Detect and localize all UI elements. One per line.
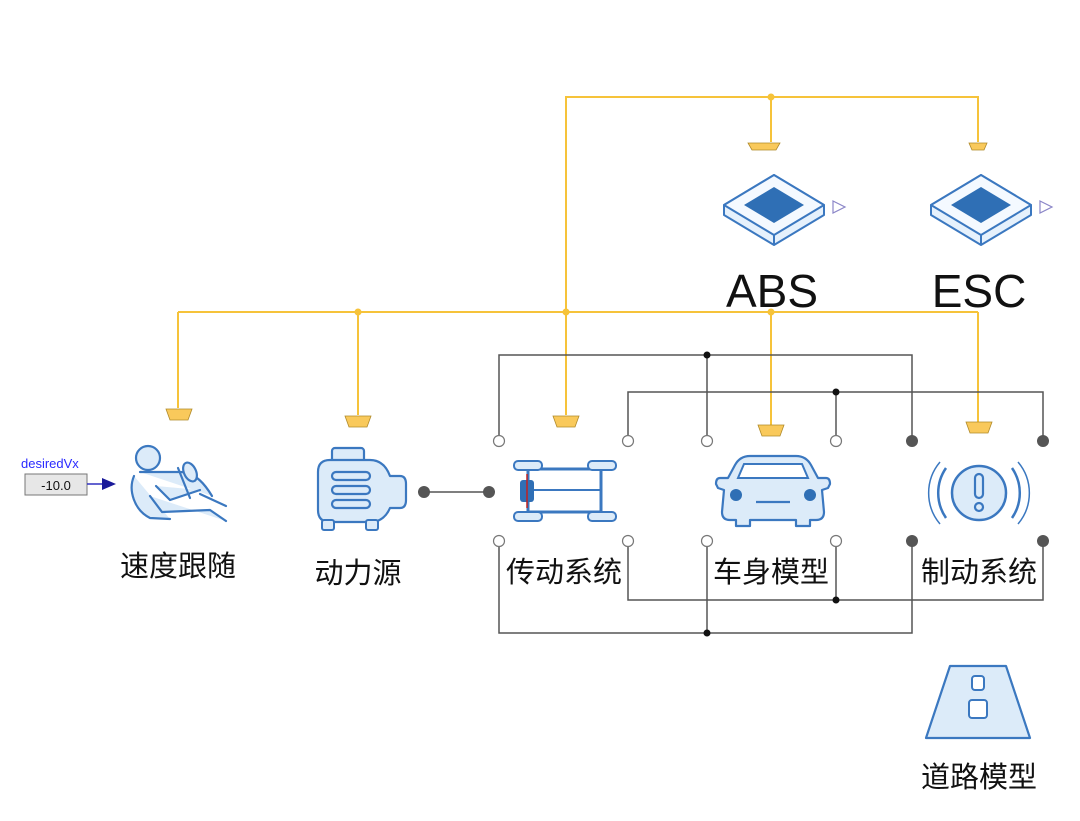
chassis-icon	[513, 460, 617, 522]
port[interactable]	[483, 486, 495, 498]
bus-connector-brake[interactable]	[965, 421, 993, 434]
arrow-right-icon	[102, 478, 116, 490]
chip-icon	[930, 174, 1054, 246]
body-model-label: 车身模型	[713, 555, 829, 589]
bus-connector-power[interactable]	[344, 415, 372, 428]
port[interactable]	[621, 434, 635, 448]
esc-label: ESC	[932, 265, 1027, 317]
desired-vx-input[interactable]: desiredVx -10.0	[21, 456, 116, 496]
bus-connector-abs[interactable]	[747, 142, 781, 151]
abs-block[interactable]: ABS	[723, 174, 847, 317]
bus-connector-esc[interactable]	[968, 142, 988, 151]
port[interactable]	[492, 434, 506, 448]
bus-connector-speed[interactable]	[165, 408, 193, 421]
power-source-block[interactable]: 动力源	[314, 446, 408, 590]
motor-icon	[316, 446, 408, 531]
body-model-block[interactable]: 车身模型	[713, 454, 832, 589]
port[interactable]	[906, 435, 918, 447]
chip-icon	[723, 174, 847, 246]
bus-connectors	[165, 142, 993, 437]
ports	[418, 434, 1049, 548]
brake-system-label: 制动系统	[921, 555, 1037, 589]
port[interactable]	[418, 486, 430, 498]
input-value: -10.0	[41, 478, 71, 493]
driver-icon	[130, 444, 228, 523]
port[interactable]	[700, 434, 714, 448]
power-source-label: 动力源	[314, 556, 401, 590]
port[interactable]	[492, 534, 506, 548]
input-name-label: desiredVx	[21, 456, 79, 471]
road-model-block[interactable]: 道路模型	[921, 664, 1037, 794]
port[interactable]	[906, 535, 918, 547]
port[interactable]	[1037, 435, 1049, 447]
transmission-label: 传动系统	[506, 555, 622, 589]
car-icon	[714, 454, 832, 528]
speed-follow-label: 速度跟随	[120, 549, 236, 583]
port[interactable]	[621, 534, 635, 548]
abs-label: ABS	[726, 265, 818, 317]
road-model-label: 道路模型	[921, 760, 1037, 794]
speed-follow-block[interactable]: 速度跟随	[120, 444, 236, 583]
port[interactable]	[829, 534, 843, 548]
bus-connector-body[interactable]	[757, 424, 785, 437]
bus-connector-transmission[interactable]	[552, 415, 580, 428]
port[interactable]	[1037, 535, 1049, 547]
brake-warning-icon	[927, 461, 1031, 525]
esc-block[interactable]: ESC	[930, 174, 1054, 317]
port[interactable]	[700, 534, 714, 548]
brake-system-block[interactable]: 制动系统	[921, 461, 1037, 589]
transmission-block[interactable]: 传动系统	[506, 460, 622, 589]
road-icon	[924, 664, 1032, 740]
port[interactable]	[829, 434, 843, 448]
signal-bus	[177, 93, 979, 425]
mechanical-wires	[424, 351, 1044, 637]
